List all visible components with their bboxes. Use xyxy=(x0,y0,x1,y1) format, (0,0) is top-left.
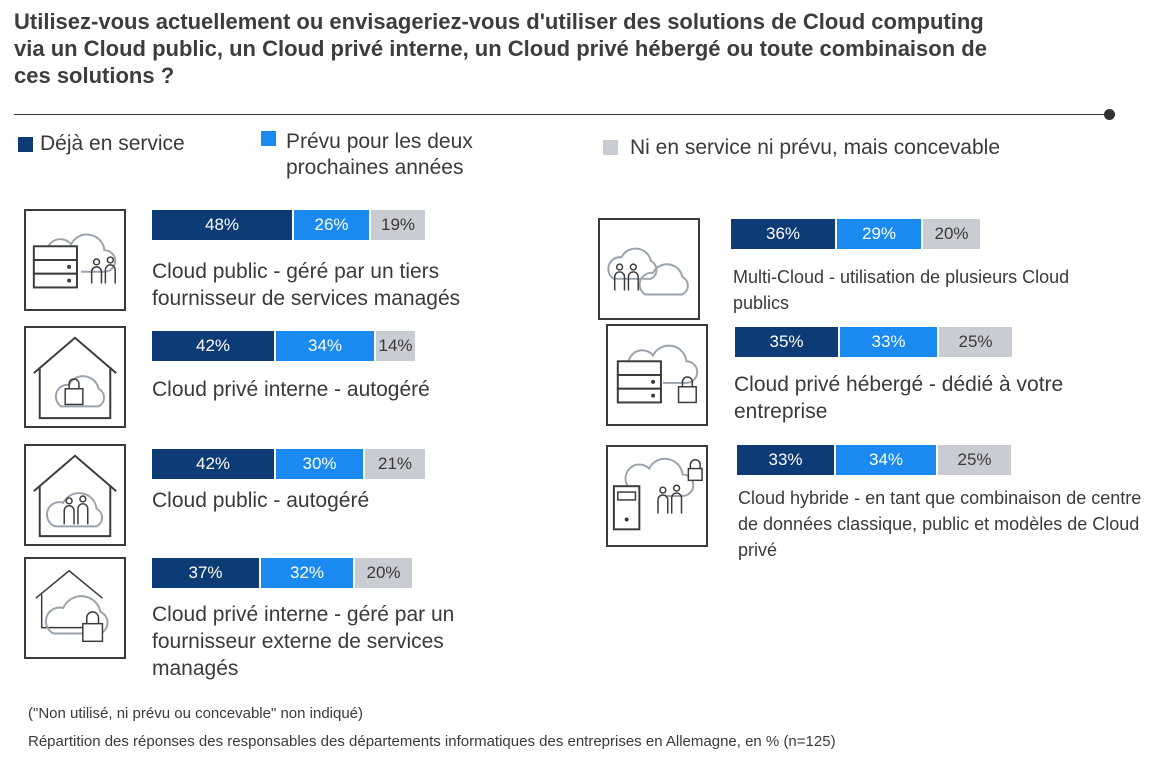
stacked-bar: 48%26%19% xyxy=(152,210,427,240)
category-label: Multi-Cloud - utilisation de plusieurs C… xyxy=(733,267,1070,313)
bar-segment: 48% xyxy=(152,210,294,240)
house-people-cloud-icon xyxy=(24,444,126,546)
house-cloud-lock-icon xyxy=(24,557,126,659)
server-cloud-lock-icon xyxy=(606,324,708,426)
people-multi-cloud-icon xyxy=(598,218,700,320)
bar-segment: 30% xyxy=(276,449,365,479)
category-label: Cloud hybride - en tant que combinaison … xyxy=(738,488,1142,560)
title-divider xyxy=(14,114,1110,115)
bar-segment: 19% xyxy=(371,210,427,240)
bar-segment: 20% xyxy=(355,558,414,588)
stacked-bar: 42%30%21% xyxy=(152,449,427,479)
bar-segment: 21% xyxy=(365,449,427,479)
legend-label-prevu: Prévu pour les deux prochaines années xyxy=(286,130,473,179)
category-label: Cloud public - autogéré xyxy=(152,489,370,512)
stacked-bar: 36%29%20% xyxy=(731,219,982,249)
legend-label-deja: Déjà en service xyxy=(40,132,185,155)
bar-segment: 33% xyxy=(840,327,939,357)
bar-segment: 26% xyxy=(294,210,371,240)
bar-segment: 34% xyxy=(276,331,376,361)
bar-segment: 25% xyxy=(938,445,1013,475)
computer-cloud-people-lock-icon xyxy=(606,445,708,547)
bar-segment: 33% xyxy=(737,445,836,475)
legend-swatch-prevu xyxy=(261,131,276,146)
bar-segment: 20% xyxy=(923,219,982,249)
stacked-bar: 42%34%14% xyxy=(152,331,417,361)
bar-segment: 29% xyxy=(837,219,923,249)
category-label: Cloud privé interne - autogéré xyxy=(152,378,430,401)
footnote: ("Non utilisé, ni prévu ou concevable" n… xyxy=(28,705,364,722)
bar-segment: 35% xyxy=(735,327,840,357)
bar-segment: 14% xyxy=(376,331,417,361)
bar-segment: 25% xyxy=(939,327,1014,357)
stacked-bar: 37%32%20% xyxy=(152,558,414,588)
house-lock-cloud-icon xyxy=(24,326,126,428)
legend-swatch-concevable xyxy=(603,140,618,155)
bar-segment: 32% xyxy=(261,558,355,588)
category-label: Cloud privé hébergé - dédié à votre entr… xyxy=(734,373,1064,423)
bar-segment: 34% xyxy=(836,445,938,475)
source-note: Répartition des réponses des responsable… xyxy=(28,733,836,750)
category-label: Cloud public - géré par un tiers fournis… xyxy=(152,260,461,310)
chart-title: Utilisez-vous actuellement ou envisageri… xyxy=(14,9,987,88)
legend-swatch-deja xyxy=(18,137,33,152)
server-cloud-people-icon xyxy=(24,209,126,311)
bar-segment: 42% xyxy=(152,331,276,361)
category-label: Cloud privé interne - géré par un fourni… xyxy=(152,603,455,680)
stacked-bar: 33%34%25% xyxy=(737,445,1013,475)
legend-label-concevable: Ni en service ni prévu, mais concevable xyxy=(630,136,1001,159)
stacked-bar: 35%33%25% xyxy=(735,327,1014,357)
divider-dot xyxy=(1104,109,1115,120)
bar-segment: 42% xyxy=(152,449,276,479)
bar-segment: 37% xyxy=(152,558,261,588)
bar-segment: 36% xyxy=(731,219,837,249)
